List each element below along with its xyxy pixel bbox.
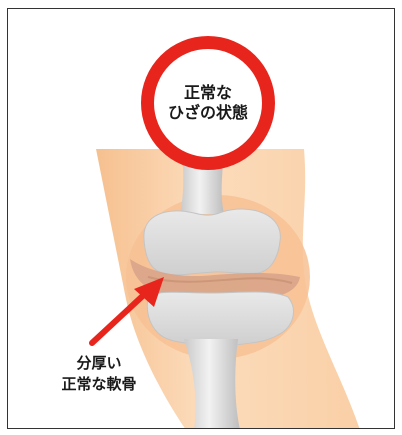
cartilage-label-line-2: 正常な軟骨	[44, 374, 154, 395]
normal-knee-badge: 正常な ひざの状態	[141, 36, 275, 170]
cartilage-label: 分厚い 正常な軟骨	[44, 353, 154, 395]
badge-line-1: 正常な	[184, 83, 232, 103]
illustration-frame: 正常な ひざの状態 分厚い 正常な軟骨	[7, 8, 395, 429]
badge-inner: 正常な ひざの状態	[154, 49, 262, 157]
tibia-head	[147, 292, 293, 345]
cartilage-label-line-1: 分厚い	[44, 353, 154, 374]
badge-line-2: ひざの状態	[168, 103, 248, 123]
femur-head	[144, 209, 280, 275]
